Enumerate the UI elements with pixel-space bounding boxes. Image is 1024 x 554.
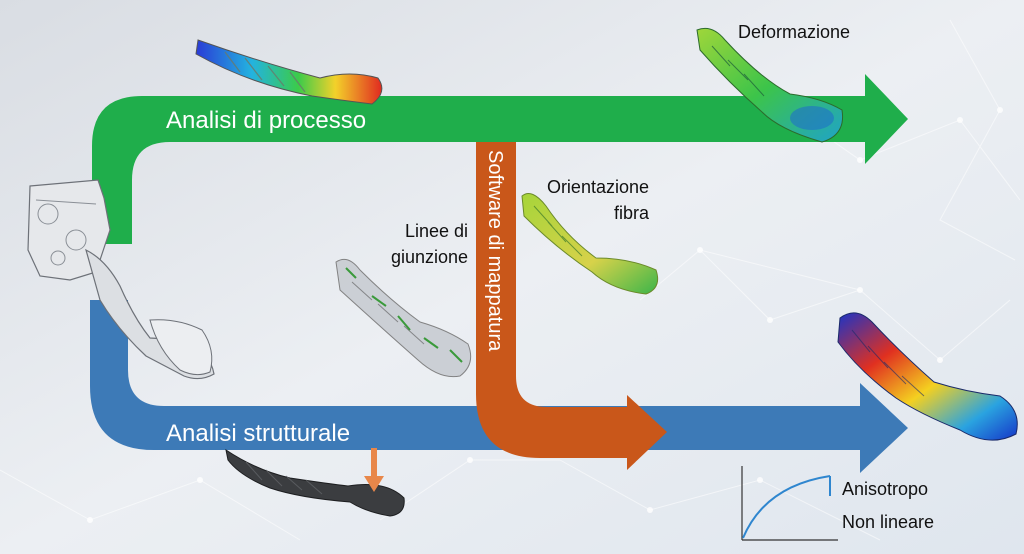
composite-pedal-part — [225, 448, 405, 517]
process-analysis-arrow — [92, 74, 908, 244]
material-curve-chart — [741, 466, 838, 541]
structural-analysis-part — [837, 312, 1018, 441]
structural-analysis-arrow — [90, 300, 908, 473]
fiber-orientation-label-line1: Orientazione — [547, 177, 649, 197]
fiber-orientation-label-line2: fibra — [614, 203, 650, 223]
load-arrow-icon — [364, 448, 384, 492]
deformation-part — [696, 27, 844, 143]
nonlinear-label: Non lineare — [842, 512, 934, 532]
weld-lines-label-line2: giunzione — [391, 247, 468, 267]
weld-lines-part — [335, 258, 472, 378]
weld-lines-label-line1: Linee di — [405, 221, 468, 241]
nonlinear-curve — [742, 475, 831, 539]
mapping-software-label: Software di mappatura — [484, 150, 506, 352]
pedal-assembly — [27, 179, 215, 380]
deformation-label: Deformazione — [738, 22, 850, 42]
structural-analysis-label: Analisi strutturale — [166, 420, 350, 447]
process-analysis-label: Analisi di processo — [166, 107, 366, 134]
mapping-software-arrow — [476, 142, 667, 470]
anisotropic-label: Anisotropo — [842, 479, 928, 499]
fiber-orientation-part — [521, 193, 659, 295]
process-simulation-part — [195, 39, 383, 105]
network-nodes — [87, 107, 1003, 523]
